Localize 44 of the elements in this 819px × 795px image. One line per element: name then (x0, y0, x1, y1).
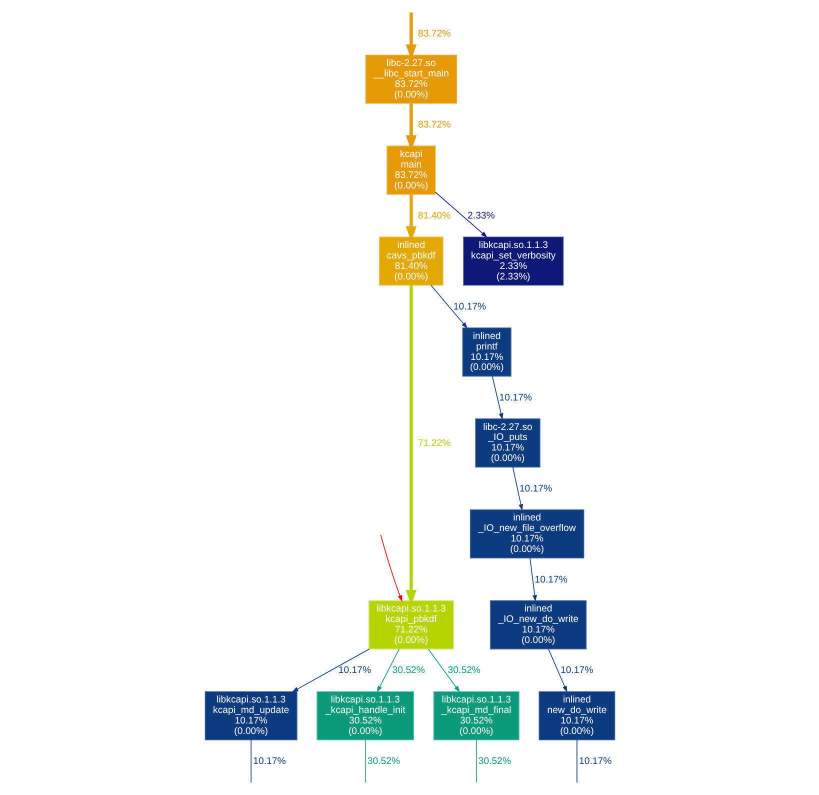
edge-label: 10.17% (338, 665, 371, 676)
edge-label: 10.17% (560, 665, 593, 676)
node-box: libkcapi.so.1.1.3 kcapi_pbkdf 71.22% (0.00%) (368, 600, 454, 650)
edge-label: 10.17% (518, 483, 552, 494)
edge-label: 30.52% (366, 756, 400, 768)
node-box: libkcapi.so.1.1.3 kcapi_md_update 10.17% (0.00%) (204, 691, 297, 740)
edge-label: 2.33% (467, 210, 494, 222)
arrow (529, 558, 536, 602)
node-box: inlined printf 10.17% (0.00%) (462, 328, 511, 377)
edge-label: 10.17% (498, 392, 532, 404)
edge-label: 30.52% (478, 756, 511, 768)
edge-label: 10.17% (452, 301, 486, 312)
edge-label: 71.22% (418, 438, 450, 449)
connector (475, 740, 476, 783)
arrow (430, 284, 468, 329)
arrow (434, 192, 487, 238)
arrow (512, 466, 523, 511)
node-box: inlined new_do_write 10.17% (0.00%) (538, 691, 615, 740)
node-box: libkcapi.so.1.1.3 _kcapi_handle_init 30.52% (0.00%) (316, 691, 414, 740)
arrow (491, 376, 503, 420)
edge-label: 83.72% (418, 28, 450, 40)
connector (576, 740, 577, 783)
node-box: kcapi main 83.72% (0.00%) (386, 146, 436, 195)
arrow (380, 534, 402, 602)
arrow (376, 648, 400, 692)
arrow (548, 648, 567, 692)
edge-label: 30.52% (447, 665, 480, 676)
edge-label: 10.17% (534, 574, 567, 586)
arrow (427, 648, 460, 692)
node-box: inlined _IO_new_file_overflow 10.17% (0.00%) (469, 509, 584, 558)
connector (250, 740, 251, 783)
edge-label: 83.72% (418, 120, 450, 131)
node-box: libc-2.27.so __libc_start_main 83.72% (0.00%) (364, 54, 457, 104)
node-box: libkcapi.so.1.1.3 kcapi_set_verbosity 2.33% (2.33%) (462, 236, 564, 286)
node-box: inlined cavs_pbkdf 81.40% (0.00%) (378, 236, 443, 286)
node-box: inlined _IO_new_do_write 10.17% (0.00%) (490, 600, 586, 650)
edge-label: 81.40% (418, 210, 450, 222)
node-box: libkcapi.so.1.1.3 _kcapi_md_final 30.52% (0.00%) (432, 691, 519, 740)
node-box: libc-2.27.so _IO_puts 10.17% (0.00%) (474, 418, 540, 468)
edge-label: 30.52% (392, 665, 424, 676)
edge-label: 10.17% (252, 756, 286, 768)
arrow (291, 648, 370, 692)
edge-label: 10.17% (578, 756, 612, 768)
connector (364, 740, 366, 783)
